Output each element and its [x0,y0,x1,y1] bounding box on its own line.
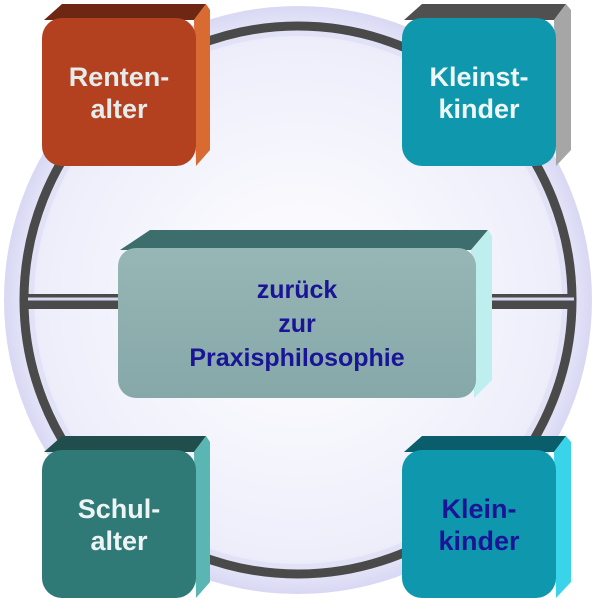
label-kleinkinder[interactable]: Klein- kinder [402,470,556,580]
center-box-side [471,230,492,398]
center-box[interactable] [118,230,492,398]
label-center-line-1: zurück [256,276,338,304]
label-kleinkinder-line-2: kinder [438,526,520,556]
box-top-right-top [404,4,566,20]
label-schulalter-line-1: Schul- [77,493,161,524]
box-top-left-top [44,4,206,20]
box-bottom-right-side [554,436,571,598]
box-bottom-right-top [404,436,566,452]
box-top-left-side [194,4,210,166]
label-kleinstkinder[interactable]: Kleinst- kinder [402,38,556,148]
label-schulalter-line-2: alter [90,526,148,556]
label-center-line-3: Praxisphilosophie [189,344,405,372]
label-center-line-2: zur [278,310,316,338]
box-bottom-left-top [44,436,206,452]
box-top-right-side [554,4,571,166]
box-bottom-left-side [194,436,210,598]
label-kleinkinder-line-1: Klein- [441,493,517,524]
box-top-left-front [42,18,196,166]
label-kleinstkinder-line-1: Kleinst- [429,61,529,92]
box-bottom-right[interactable] [402,436,571,598]
label-rentenalter[interactable]: Renten- alter [42,38,196,148]
label-rentenalter-line-1: Renten- [68,61,170,92]
label-zurueck-praxisphilosophie[interactable]: zurück zur Praxisphilosophie [118,250,476,398]
box-bottom-left[interactable] [42,436,210,598]
box-top-right[interactable] [402,4,571,166]
center-box-front [118,248,476,398]
box-bottom-right-front [402,450,556,598]
label-schulalter[interactable]: Schul- alter [42,470,196,580]
box-top-right-front [402,18,556,166]
label-rentenalter-line-2: alter [90,94,148,124]
label-kleinstkinder-line-2: kinder [438,94,520,124]
box-bottom-left-front [42,450,196,598]
center-box-top [120,230,488,250]
box-top-left[interactable] [42,4,210,166]
